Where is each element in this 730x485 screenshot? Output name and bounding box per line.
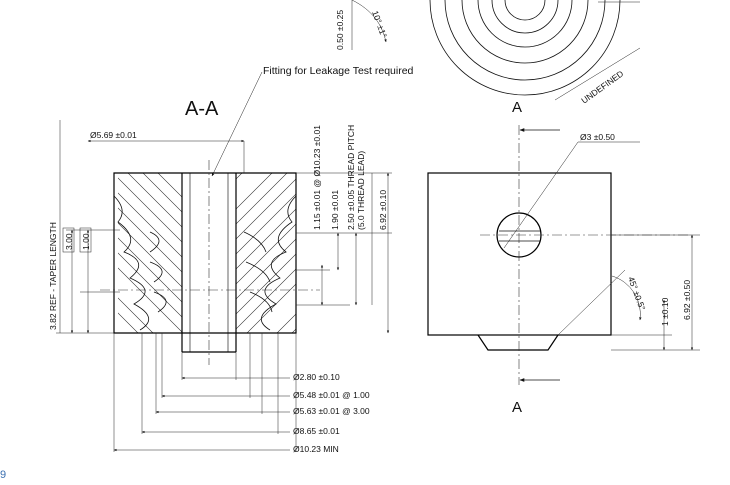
side-view-body: [427, 172, 612, 336]
chamfer-angle-label: 45° ±0.5°: [626, 275, 647, 311]
height-dim-label: 6.92 ±0.50: [682, 280, 692, 320]
dia-5-48-label: Ø5.48 ±0.01 @ 1.00: [293, 390, 370, 400]
top-angle-label: 10° ±1°: [370, 9, 389, 39]
section-title: A-A: [185, 98, 219, 120]
thread-profile-left: [113, 195, 149, 331]
dim-1-15-label: 1.15 ±0.01 @ Ø10.23 ±0.01: [312, 125, 322, 230]
top-tolerance-label: 0.50 ±0.25: [335, 10, 345, 50]
basic-3-label: 3.00: [64, 233, 74, 250]
hole-diameter-label: Ø3 ±0.50: [580, 132, 615, 142]
arc-3: [461, 0, 589, 64]
angle-leader: [351, 0, 387, 43]
hatch-right: [236, 173, 296, 333]
outer-arc: [429, 0, 621, 96]
dia-5-63-label: Ø5.63 ±0.01 @ 3.00: [293, 406, 370, 416]
section-mark-top: A: [512, 99, 522, 116]
dia-2-80-label: Ø2.80 ±0.10: [293, 372, 340, 382]
thread-profile-right: [261, 195, 297, 331]
top-partial-view: [351, 0, 641, 101]
arc-6: [504, 0, 546, 21]
arc-2: [444, 0, 606, 81]
side-view-right: [427, 125, 690, 385]
top-diameter-label: Ø5.69 ±0.01: [90, 130, 137, 140]
side-view-chamfer: [477, 334, 559, 351]
section-mark-bottom: A: [512, 399, 522, 416]
dim-1-90-label: 1.90 ±0.01: [330, 190, 340, 230]
hole-leader: [503, 141, 579, 249]
taper-length-label: 3.82 REF - TAPER LENGTH: [48, 222, 58, 330]
undefined-label: UNDEFINED: [579, 68, 625, 105]
basic-box-3: [62, 227, 75, 253]
dim-6-92-label: 6.92 ±0.10: [378, 190, 388, 230]
chamfer-length-label: 1 ±0.10: [660, 297, 670, 326]
hatch-left: [118, 173, 182, 333]
chamfer-extension: [557, 269, 626, 336]
leak-note: Fitting for Leakage Test required: [263, 65, 414, 77]
dia-10-23-label: Ø10.23 MIN: [293, 444, 339, 454]
thread-pitch-label: 2.50 ±0.05 THREAD PITCH: [346, 125, 356, 230]
basic-1-label: 1.00: [81, 233, 91, 250]
dia-8-65-label: Ø8.65 ±0.01: [293, 426, 340, 436]
thread-lead-label: (5.0 THREAD LEAD): [356, 151, 366, 230]
arc-5: [491, 0, 559, 34]
page-number-fragment: 9: [0, 469, 6, 480]
arc-4: [477, 0, 573, 48]
section-view-left: [100, 160, 320, 365]
leak-leader: [211, 71, 263, 177]
basic-box-1: [79, 227, 92, 253]
